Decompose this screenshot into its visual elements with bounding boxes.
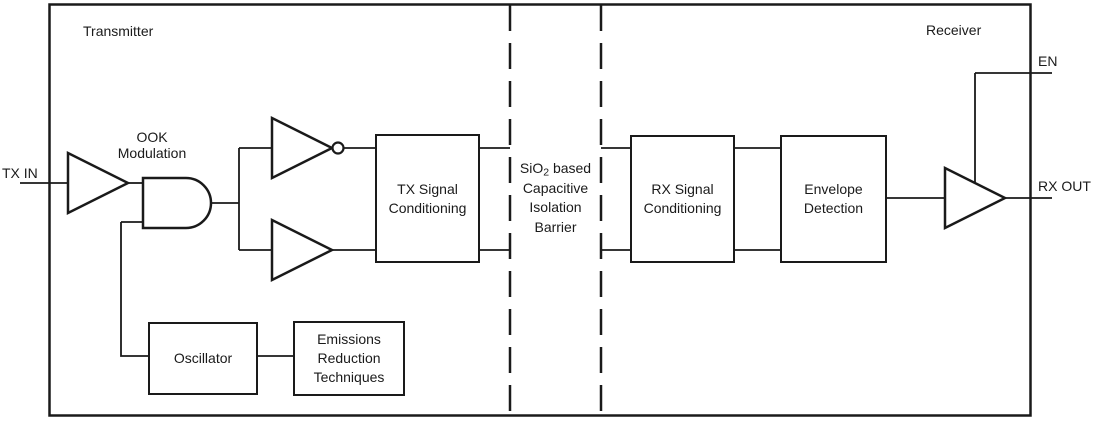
input-buffer-icon bbox=[66, 150, 131, 216]
barrier-text-rest: Capacitive Isolation Barrier bbox=[522, 179, 589, 235]
barrier-text-based: based bbox=[549, 160, 592, 176]
output-buffer-icon bbox=[943, 165, 1008, 231]
barrier-text-subscript: 2 bbox=[543, 166, 550, 179]
barrier-text-sio: SiO bbox=[519, 160, 544, 176]
envelope-detection-block: Envelope Detection bbox=[780, 135, 887, 263]
wire-osc-feedback bbox=[120, 222, 148, 357]
emissions-reduction-block: Emissions Reduction Techniques bbox=[293, 321, 405, 396]
tx-in-port-label: TX IN bbox=[2, 165, 38, 181]
transmitter-section-label: Transmitter bbox=[83, 23, 154, 39]
en-port-label: EN bbox=[1038, 53, 1058, 69]
isolation-barrier-label: SiO2 based Capacitive Isolation Barrier bbox=[508, 159, 603, 237]
tx-signal-conditioning-block: TX Signal Conditioning bbox=[375, 134, 480, 263]
receiver-section-label: Receiver bbox=[926, 22, 982, 38]
inverter-triangle-icon bbox=[270, 115, 335, 181]
oscillator-block: Oscillator bbox=[148, 322, 258, 395]
chip-outline bbox=[48, 3, 1032, 417]
and-gate-icon bbox=[141, 176, 213, 230]
rx-signal-conditioning-block: RX Signal Conditioning bbox=[630, 135, 735, 263]
inverter-bubble-icon bbox=[331, 141, 345, 155]
ook-modulation-label: OOK Modulation bbox=[117, 129, 187, 161]
tx-buffer-icon bbox=[270, 217, 335, 283]
rx-out-port-label: RX OUT bbox=[1038, 178, 1091, 194]
